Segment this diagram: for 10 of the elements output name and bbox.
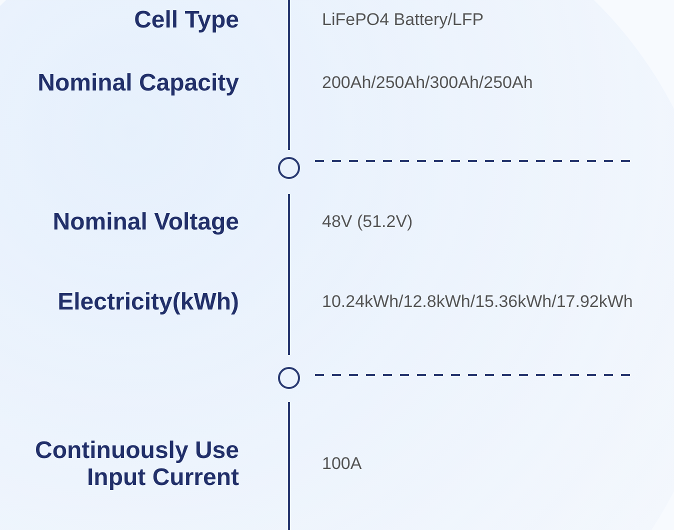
spec-value: LiFePO4 Battery/LFP xyxy=(322,10,484,30)
spec-value: 100A xyxy=(322,454,362,474)
spec-label: Electricity(kWh) xyxy=(56,288,239,316)
spec-value: 10.24kWh/12.8kWh/15.36kWh/17.92kWh xyxy=(322,292,633,312)
spec-value: 48V (51.2V) xyxy=(322,212,413,232)
spec-label: Continuously Use Input Current xyxy=(34,437,239,491)
spec-label: Nominal Capacity xyxy=(36,70,239,96)
spec-label: Cell Type xyxy=(133,6,239,34)
spec-value: 200Ah/250Ah/300Ah/250Ah xyxy=(322,73,533,93)
spec-label: Nominal Voltage xyxy=(52,208,239,236)
